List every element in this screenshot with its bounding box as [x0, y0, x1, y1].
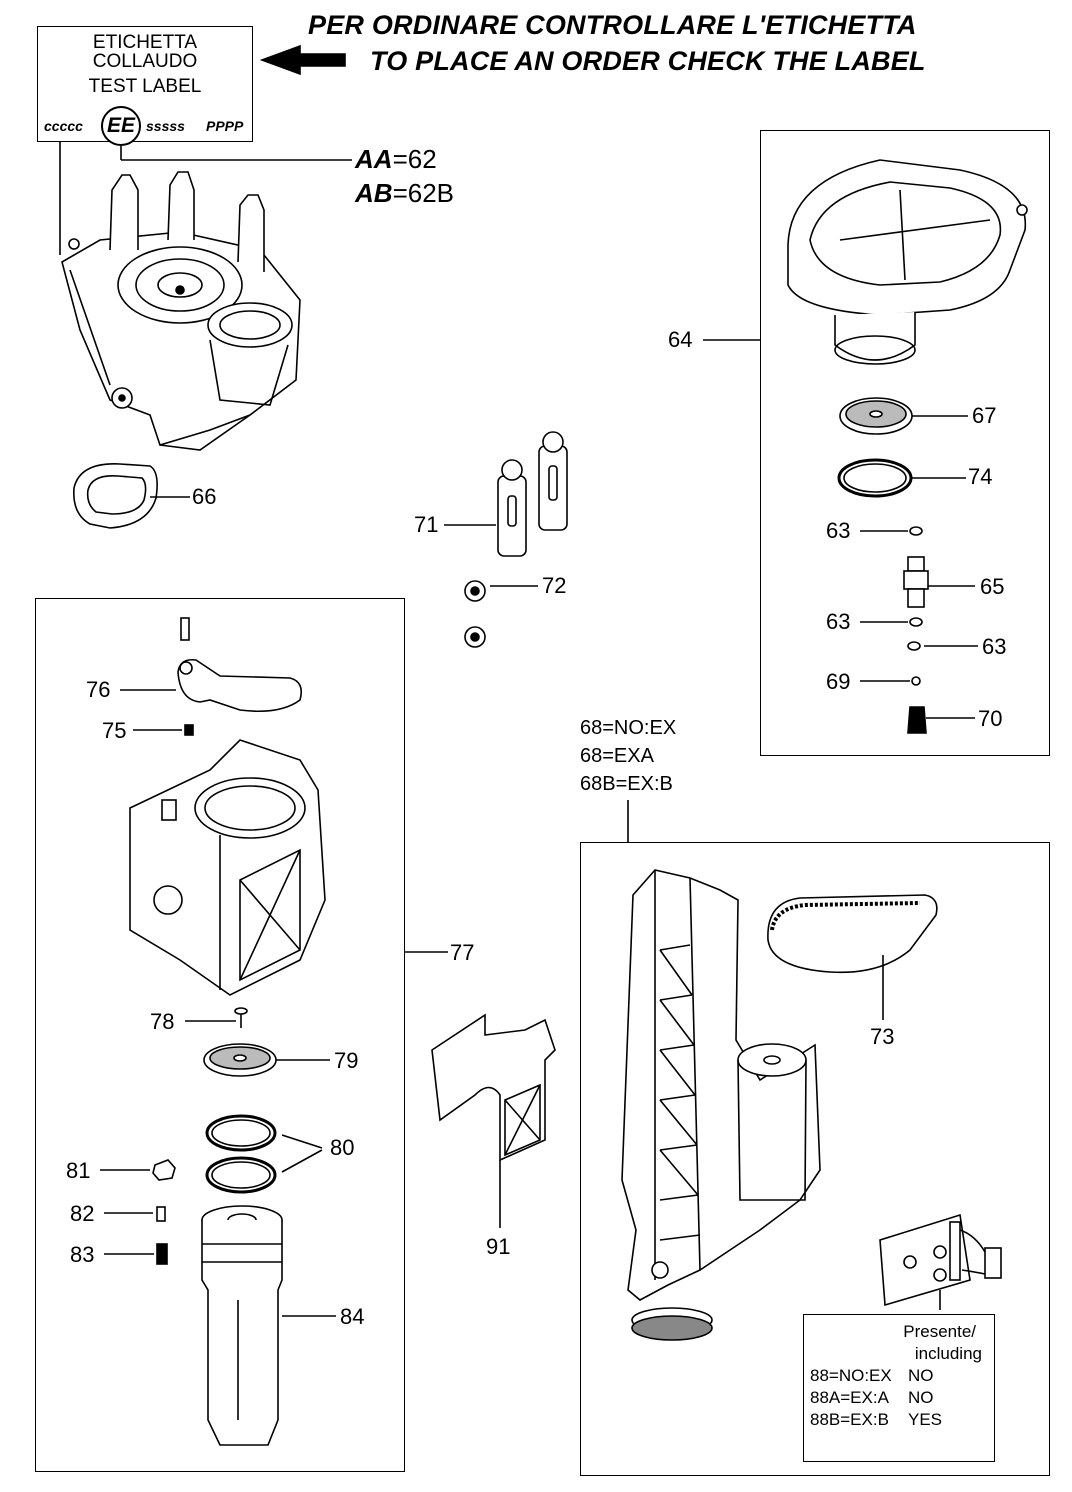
presence-row-code: 88A=EX:A	[810, 1388, 889, 1407]
spring-70	[907, 706, 975, 734]
gasket-66	[73, 463, 190, 529]
group-box-64	[760, 130, 1050, 756]
part-label-65: 65	[980, 574, 1005, 599]
test-label-line-1: ETICHETTA	[92, 32, 198, 53]
presence-row-code: 88B=EX:B	[810, 1410, 889, 1429]
test-label-line-3: TEST LABEL	[88, 76, 202, 97]
part-label-75: 75	[102, 718, 127, 743]
nut-81	[100, 1159, 176, 1181]
presence-row-value: YES	[908, 1410, 943, 1429]
presence-table-header-1: Presente/	[903, 1322, 976, 1341]
part-label-84: 84	[340, 1304, 365, 1329]
part-label-91: 91	[486, 1234, 511, 1259]
presence-row-value: NO	[908, 1388, 934, 1407]
belt-73	[767, 894, 938, 1020]
part-label-72: 72	[542, 573, 567, 598]
part-label-64: 64	[668, 327, 693, 352]
part-label-77: 77	[450, 940, 475, 965]
variant-code-aa: AA=62	[355, 144, 437, 175]
header-line-2: TO PLACE AN ORDER CHECK THE LABEL	[370, 46, 926, 76]
part-label-82: 82	[70, 1201, 95, 1226]
test-label-box: ETICHETTA COLLAUDO TEST LABEL	[37, 26, 253, 142]
motor-column-68	[621, 800, 821, 1341]
part-label-70: 70	[978, 706, 1003, 731]
part-label-79: 79	[334, 1048, 359, 1073]
part-label-78: 78	[150, 1009, 175, 1034]
test-label-code-right-1: sssss	[146, 118, 185, 134]
group-68-line-3: 68B=EX:B	[580, 773, 673, 795]
lever-76	[120, 617, 303, 713]
group-box-77	[35, 598, 405, 1472]
presence-table: Presente/ including 88=NO:EX NO 88A=EX:A…	[803, 1314, 995, 1462]
brewing-unit-62	[61, 171, 301, 451]
header-line-1: PER ORDINARE CONTROLLARE L'ETICHETTA	[308, 10, 917, 40]
variant-code-aa-value: =62	[392, 144, 437, 174]
presence-table-row: 88=NO:EX NO	[810, 1365, 988, 1387]
ball-69	[860, 676, 921, 686]
circuit-board-88	[879, 1213, 1002, 1310]
test-label-code-mid: EE	[106, 114, 135, 137]
gears-72	[464, 580, 538, 648]
part-label-66: 66	[192, 484, 217, 509]
brewing-unit-77	[129, 739, 448, 996]
presence-row-code: 88=NO:EX	[810, 1366, 892, 1385]
arrow-to-label-icon	[259, 44, 346, 76]
o-rings-80	[205, 1114, 323, 1194]
filter-disc-67	[839, 397, 968, 435]
part-label-73: 73	[870, 1024, 895, 1049]
o-ring-74	[837, 458, 966, 498]
group-68-line-2: 68=EXA	[580, 745, 654, 767]
part-label-69: 69	[826, 669, 851, 694]
variant-code-ab: AB=62B	[355, 178, 454, 209]
part-label-74: 74	[968, 464, 993, 489]
test-label-code-left: ccccc	[44, 118, 83, 134]
part-label-81: 81	[66, 1158, 91, 1183]
part-label-83: 83	[70, 1242, 95, 1267]
piston-84	[201, 1205, 336, 1446]
part-label-63: 63	[982, 634, 1007, 659]
tubes-71	[444, 431, 568, 557]
test-label-ee-badge: EE	[101, 106, 141, 146]
group-68-line-1: 68=NO:EX	[580, 717, 677, 739]
upper-housing-64	[703, 159, 1028, 365]
nozzle-82	[104, 1206, 166, 1222]
test-label-line-2: COLLAUDO	[92, 51, 198, 72]
presence-table-row: 88A=EX:A NO	[810, 1387, 988, 1409]
spring-83	[104, 1243, 168, 1265]
part-label-80: 80	[330, 1135, 355, 1160]
valve-65	[903, 556, 975, 608]
variant-code-ab-value: =62B	[392, 178, 455, 208]
o-rings-63	[860, 526, 978, 651]
presence-table-header-2: including	[914, 1344, 982, 1363]
presence-table-row: 88B=EX:B YES	[810, 1409, 988, 1431]
label-leader-lines	[59, 142, 352, 255]
variant-code-aa-key: AA	[355, 144, 393, 174]
part-label-67: 67	[972, 403, 997, 428]
part-label-63: 63	[826, 518, 851, 543]
part-label-71: 71	[414, 512, 439, 537]
filter-disc-79	[203, 1043, 330, 1077]
group-box-68	[580, 842, 1050, 1476]
variant-code-ab-key: AB	[355, 178, 393, 208]
presence-row-value: NO	[908, 1366, 934, 1385]
part-label-76: 76	[86, 677, 111, 702]
bracket-91	[431, 1013, 556, 1228]
part-label-63: 63	[826, 609, 851, 634]
screw-78	[185, 1007, 248, 1028]
pin-75	[133, 724, 194, 736]
test-label-code-right-2: PPPP	[206, 118, 244, 134]
